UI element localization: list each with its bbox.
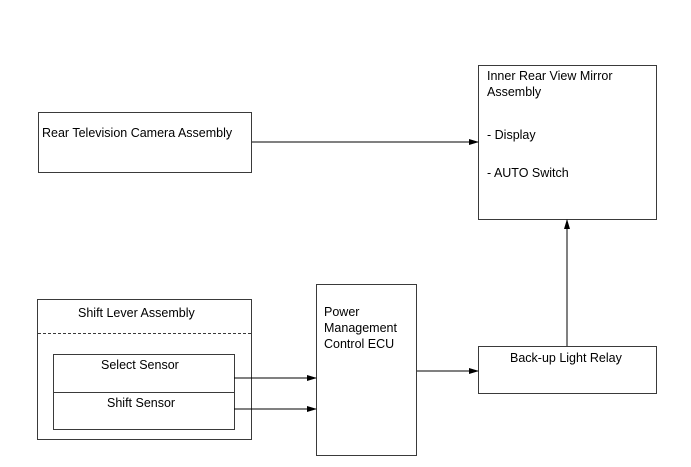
ecu-label-line2: Management bbox=[324, 321, 397, 335]
mirror-item-display: - Display bbox=[487, 128, 536, 142]
mirror-title-line1: Inner Rear View Mirror bbox=[487, 69, 613, 83]
ecu-box: Power Management Control ECU bbox=[316, 284, 417, 456]
rear-camera-box: Rear Television Camera Assembly bbox=[38, 112, 252, 173]
shift-lever-box: Shift Lever Assembly Select Sensor Shift… bbox=[37, 299, 252, 440]
backup-relay-label: Back-up Light Relay bbox=[510, 351, 622, 365]
sensor-divider bbox=[54, 392, 234, 393]
mirror-box: Inner Rear View Mirror Assembly - Displa… bbox=[478, 65, 657, 220]
ecu-label-line3: Control ECU bbox=[324, 337, 395, 351]
rear-camera-label: Rear Television Camera Assembly bbox=[42, 126, 233, 140]
ecu-label-line1: Power bbox=[324, 305, 360, 319]
mirror-item-auto-switch: - AUTO Switch bbox=[487, 166, 569, 180]
shift-sensor-label: Shift Sensor bbox=[107, 396, 176, 410]
shift-lever-divider bbox=[38, 333, 251, 334]
shift-lever-title: Shift Lever Assembly bbox=[78, 306, 195, 320]
select-sensor-label: Select Sensor bbox=[101, 358, 179, 372]
sensor-group-box: Select Sensor Shift Sensor bbox=[53, 354, 235, 430]
mirror-title-line2: Assembly bbox=[487, 85, 542, 99]
backup-relay-box: Back-up Light Relay bbox=[478, 346, 657, 394]
